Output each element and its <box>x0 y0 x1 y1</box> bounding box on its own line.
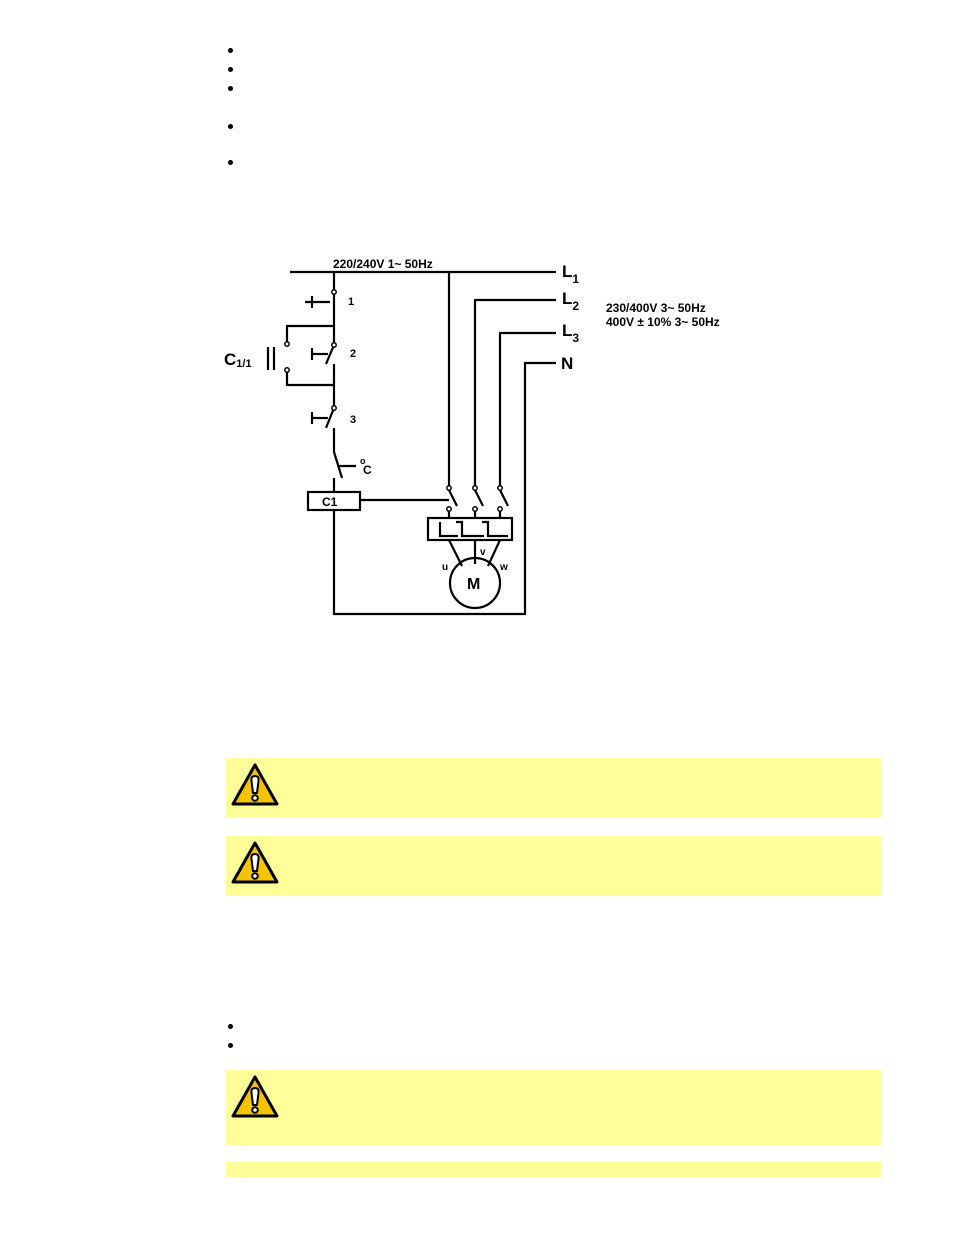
line-l2-letter: L <box>562 289 572 308</box>
line-l3-letter: L <box>562 321 572 340</box>
bullet-point <box>228 1043 233 1048</box>
warning-box <box>226 1070 881 1146</box>
terminal-v-label: v <box>480 547 486 558</box>
supply-three-phase-tolerance-label: 400V ± 10% 3~ 50Hz <box>606 315 720 329</box>
bullet-point <box>228 48 233 53</box>
terminal-u-label: u <box>442 562 448 573</box>
line-l3-sub: 3 <box>572 331 579 345</box>
switch-2-label: 2 <box>350 348 356 360</box>
supply-single-phase-label: 220/240V 1~ 50Hz <box>333 257 433 271</box>
coil-aux-sup-label: o <box>360 456 366 466</box>
warning-box <box>226 1162 881 1178</box>
bullet-point <box>228 86 233 91</box>
warning-triangle-icon <box>231 841 279 884</box>
bullet-point <box>228 124 233 129</box>
motor-label: M <box>467 576 480 593</box>
bullet-point <box>228 160 233 165</box>
line-l2-label: L2 <box>562 289 579 313</box>
aux-contact-letter: C <box>224 350 236 369</box>
bullet-point <box>228 1024 233 1029</box>
line-l3-label: L3 <box>562 321 579 345</box>
bullet-point <box>228 67 233 72</box>
aux-contact-sub: 1/1 <box>236 358 251 370</box>
line-l1-sub: 1 <box>572 272 579 286</box>
neutral-label: N <box>561 354 573 373</box>
aux-contact-label: C1/1 <box>224 350 252 370</box>
terminal-w-label: w <box>499 562 508 573</box>
line-l2-sub: 2 <box>572 299 579 313</box>
contactor-coil-label: C1 <box>322 495 338 509</box>
wiring-diagram: 220/240V 1~ 50Hz L1 L2 L3 N 230/400V 3~ … <box>224 257 720 616</box>
warning-box <box>226 836 881 896</box>
coil-aux-label: C <box>363 463 372 477</box>
warning-triangle-icon <box>231 763 279 806</box>
warning-box <box>226 758 881 818</box>
line-l1-label: L1 <box>562 262 579 286</box>
supply-three-phase-label: 230/400V 3~ 50Hz <box>606 301 706 315</box>
line-l1-letter: L <box>562 262 572 281</box>
switch-1-label: 1 <box>348 296 354 308</box>
switch-3-label: 3 <box>350 414 356 426</box>
warning-triangle-icon <box>231 1075 279 1118</box>
